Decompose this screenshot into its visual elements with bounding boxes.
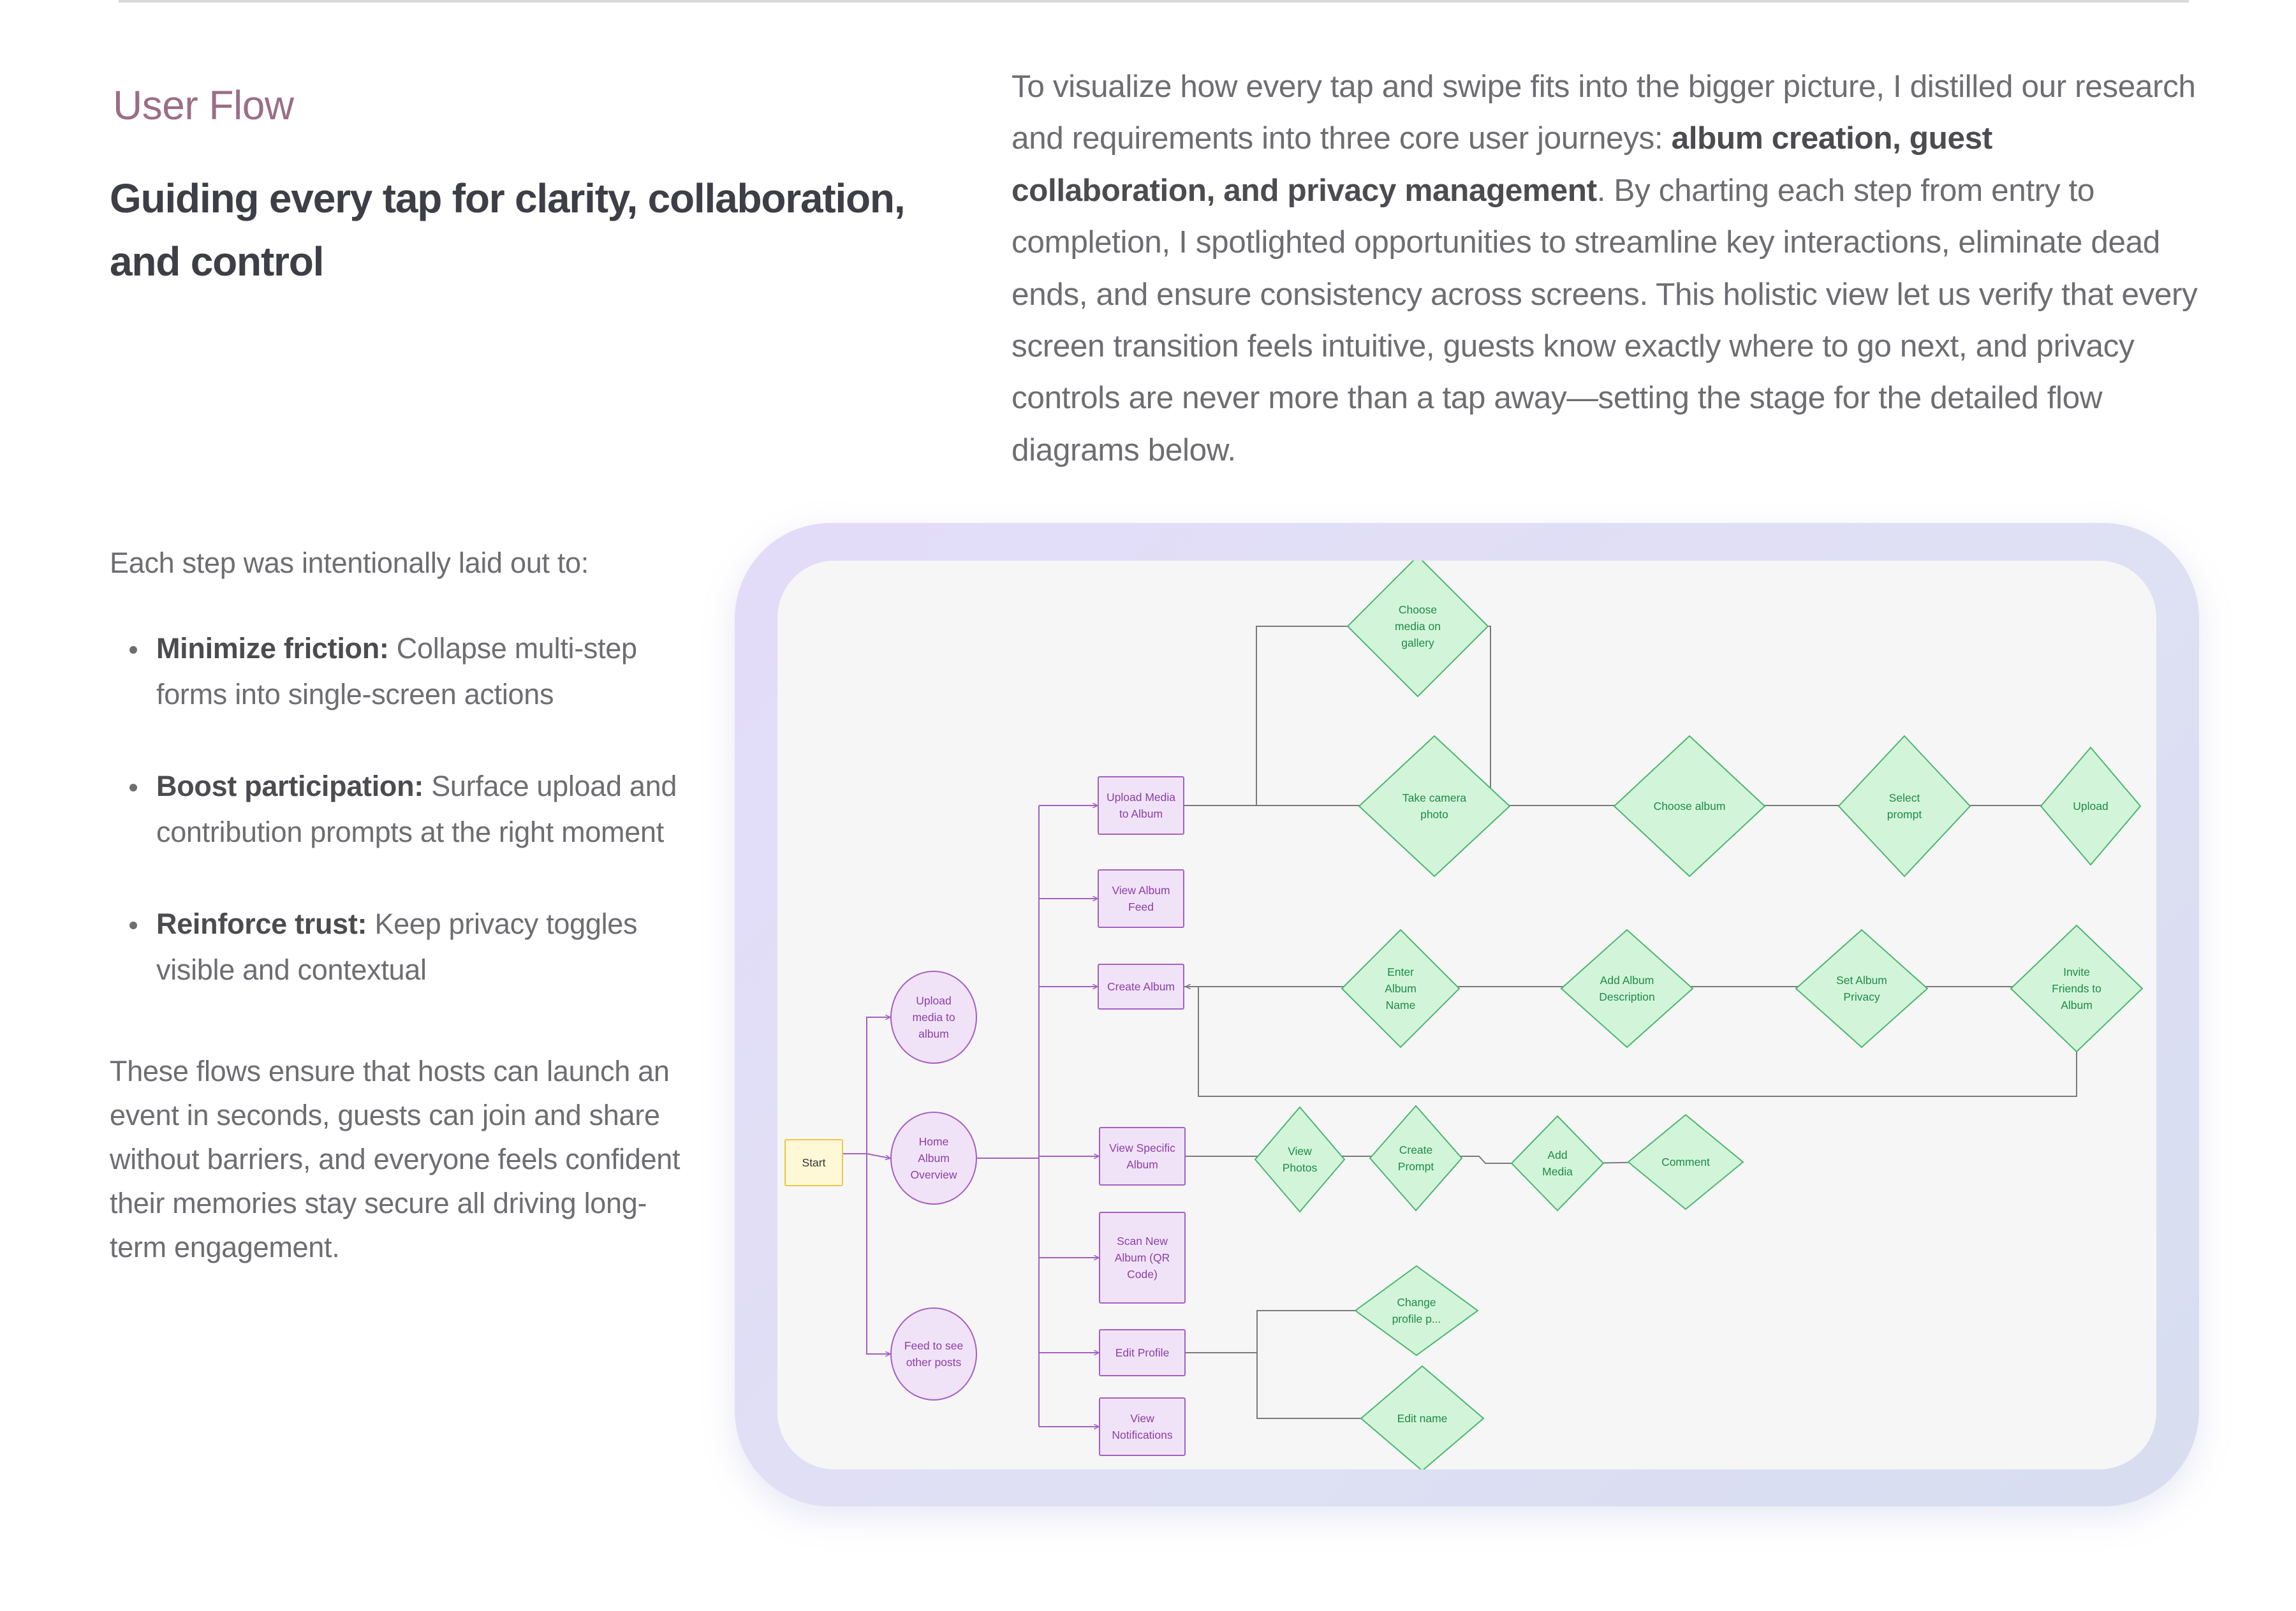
screen-node-view-feed [1098,869,1184,928]
decision-node-choose-album [1613,735,1766,878]
decision-node-edit-name [1360,1365,1485,1469]
intro-text-start: To visualize how every tap and swipe fit… [1012,69,2196,156]
decision-node-invite [2010,924,2144,1053]
decision-label-choose-album: Choose album [1654,800,1726,813]
decision-node-choose-media [1346,561,1489,698]
decision-node-comment [1627,1114,1744,1210]
list-item-text: Surface upload and contribution prompts … [156,770,677,848]
steps-list: Minimize friction: Collapse multi-step f… [110,626,696,993]
list-item-title: Reinforce trust: [156,908,367,940]
intro-paragraph: To visualize how every tap and swipe fit… [1012,61,2204,476]
list-item-text: Collapse multi-step forms into single-sc… [156,632,637,710]
list-item: Minimize friction: Collapse multi-step f… [110,626,696,717]
top-divider [119,0,2189,3]
decision-label-edit-name: Edit name [1397,1412,1448,1425]
list-item-text: Keep privacy toggles visible and context… [156,908,638,986]
screen-node-create-album [1098,964,1184,1010]
decision-node-enter-name [1341,929,1461,1048]
intro-bold-journeys: album creation, guest collaboration, and… [1012,121,1992,208]
start-node [784,1139,843,1186]
list-item: Reinforce trust: Keep privacy toggles vi… [110,901,696,993]
decision-node-add-media [1510,1115,1605,1212]
connector-invite-loop [1186,987,2077,1097]
decision-node-view-photos [1254,1106,1346,1213]
steps-lead: Each step was intentionally laid out to: [110,547,589,579]
decision-label-upload-final: Upload [2073,800,2108,813]
screen-node-view-specific [1099,1127,1186,1186]
decision-node-set-privacy [1795,929,1929,1048]
screen-label-edit-profile: Edit Profile [1115,1346,1170,1359]
decision-node-upload-final [2040,746,2142,866]
screen-node-upload-media [1098,776,1184,835]
connector-start-home [866,1153,890,1158]
decision-node-select-prompt [1837,735,1971,878]
closing-paragraph: These flows ensure that hosts can launch… [110,1055,681,1263]
list-item: Boost participation: Surface upload and … [110,763,696,855]
connector-to-edit-name [1256,1353,1390,1418]
intro-text-end: . By charting each step from entry to co… [1012,172,2198,467]
entry-node-home [890,1112,977,1205]
section-eyebrow: User Flow [113,82,294,128]
connector-start-upload [866,1017,890,1154]
headline-line-2: and control [110,239,324,284]
connector-to-change-profile [1256,1311,1385,1353]
decision-node-take-photo [1358,735,1511,878]
steps-column: Each step was intentionally laid out to:… [110,540,696,1039]
screen-label-create-album: Create Album [1107,980,1175,993]
list-item-title: Minimize friction: [156,632,389,665]
list-item-title: Boost participation: [156,770,423,802]
entry-node-upload [890,971,977,1064]
screen-node-view-notifications [1099,1397,1186,1456]
screen-node-edit-profile [1099,1329,1186,1376]
decision-node-add-desc [1560,929,1694,1048]
entry-node-feed [890,1307,977,1401]
decision-label-comment: Comment [1661,1156,1710,1168]
connector-to-choose-media [1256,626,1381,806]
connector-start-feed [866,1154,890,1354]
start-label: Start [802,1156,826,1169]
screen-node-scan-new [1099,1212,1186,1304]
decision-node-create-prompt [1369,1105,1463,1212]
section-headline: Guiding every tap for clarity, collabora… [110,167,939,293]
headline-line-1: Guiding every tap for clarity, collabora… [110,175,906,221]
decision-node-change-profile [1354,1265,1479,1357]
